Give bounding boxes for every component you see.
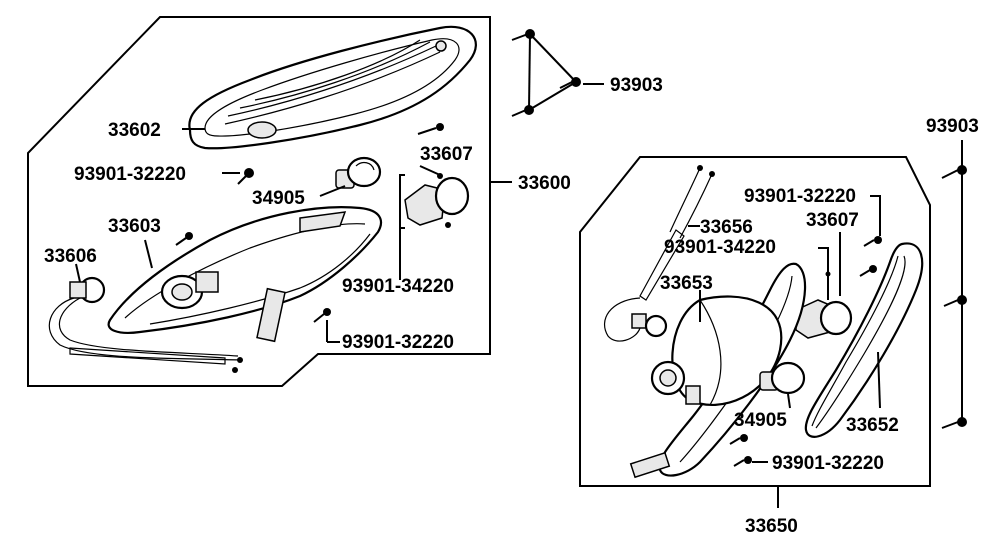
screw-upper-label-right: 93901-32220 [744, 186, 856, 207]
fastener-group-left [511, 29, 581, 117]
fastener-label-right: 93903 [926, 116, 979, 137]
bulb-right [759, 361, 806, 395]
harness-left [48, 276, 243, 373]
socket-label-left: 33607 [420, 144, 473, 165]
screw-icon [863, 236, 882, 247]
lens-label-right: 33652 [846, 415, 899, 436]
screw-icon [859, 265, 877, 277]
lens-right [804, 242, 924, 438]
housing-label-left: 33603 [108, 216, 161, 237]
screw-upper-label-left: 93901-32220 [74, 164, 186, 185]
screw-icon [729, 434, 748, 445]
harness-label-left: 33606 [44, 246, 97, 267]
housing-left [107, 206, 383, 343]
socket-label-right: 33607 [806, 210, 859, 231]
tail-lens-left [188, 25, 477, 150]
left-assembly-number: 33600 [518, 173, 571, 194]
fastener-label-left: 93903 [610, 75, 663, 96]
bulb-label-right: 34905 [734, 410, 787, 431]
socket-screw-label-left: 93901-34220 [342, 276, 454, 297]
bulb-label-left: 34905 [252, 188, 305, 209]
screw-icon [417, 123, 444, 135]
screw-lower-label-left: 93901-32220 [342, 332, 454, 353]
screw-icon [175, 232, 193, 246]
screw-lower-label-right: 93901-32220 [772, 453, 884, 474]
lens-label-left: 33602 [108, 120, 161, 141]
screw-icon [733, 456, 752, 467]
housing-label-right: 33653 [660, 273, 713, 294]
housing-right [629, 262, 807, 479]
screw-icon [313, 308, 331, 323]
screw-icon [237, 168, 254, 185]
harness-right [603, 165, 715, 342]
socket-screw-label-right: 93901-34220 [664, 237, 776, 258]
bulb-left [335, 156, 382, 189]
right-assembly-number: 33650 [745, 516, 798, 537]
socket-left [404, 173, 470, 228]
right-assembly-border [579, 156, 931, 487]
fastener-group-right [941, 165, 967, 429]
harness-label-right: 33656 [700, 217, 753, 238]
socket-right [795, 299, 853, 339]
left-assembly-border [27, 16, 491, 387]
